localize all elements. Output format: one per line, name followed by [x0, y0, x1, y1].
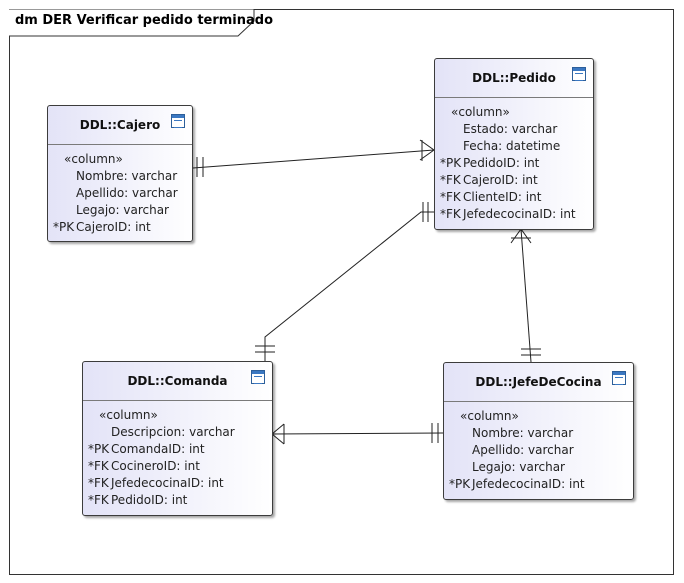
column-key: *FK [440, 173, 461, 187]
jefe-one-one-marker-left [431, 423, 439, 443]
table-icon [612, 371, 626, 385]
stereotype-label: «column» [460, 409, 519, 423]
column-key: *PK [449, 477, 471, 491]
column-text: JefedecocinaID: int [111, 476, 224, 490]
entity-name: DDL::JefeDeCocina [475, 375, 602, 389]
stereotype-label: «column» [451, 105, 510, 119]
column-key: *FK [88, 476, 109, 490]
column-text: CajeroID: int [463, 173, 538, 187]
entity-header: DDL::Pedido [435, 59, 593, 98]
column-key: *PK [440, 156, 462, 170]
column-text: Apellido: varchar [472, 443, 574, 457]
entity-header: DDL::JefeDeCocina [444, 363, 633, 402]
column-text: Legajo: varchar [76, 203, 169, 217]
entity-pedido[interactable]: DDL::Pedido «column» Estado: varchar Fec… [434, 58, 594, 230]
column-row: Legajo: varchar [48, 202, 192, 219]
column-text: Nombre: varchar [472, 426, 574, 440]
relationship-comanda-jefe [271, 432, 444, 435]
column-row: Descripcion: varchar [83, 424, 272, 441]
column-row: Apellido: varchar [48, 185, 192, 202]
entity-jefedecocina[interactable]: DDL::JefeDeCocina «column» Nombre: varch… [443, 362, 634, 500]
column-key: *FK [440, 207, 461, 221]
column-text: Fecha: datetime [463, 139, 561, 153]
column-key: *FK [88, 459, 109, 473]
column-text: Descripcion: varchar [111, 425, 235, 439]
column-text: Legajo: varchar [472, 460, 565, 474]
column-text: CocineroID: int [111, 459, 200, 473]
column-text: PedidoID: int [111, 493, 188, 507]
comanda-one-one-marker [255, 345, 275, 353]
cajero-one-one-marker [196, 157, 204, 177]
table-icon [572, 67, 586, 81]
frame-tab [9, 9, 255, 37]
relationship-pedido-jefe [520, 228, 532, 363]
column-row: Nombre: varchar [48, 168, 192, 185]
column-text: JefedecocinaID: int [472, 477, 585, 491]
entity-cajero[interactable]: DDL::Cajero «column» Nombre: varchar Ape… [47, 105, 193, 242]
entity-name: DDL::Cajero [79, 118, 161, 132]
column-text: ComandaID: int [111, 442, 205, 456]
table-icon [251, 370, 265, 384]
column-text: JefedecocinaID: int [463, 207, 576, 221]
column-text: Estado: varchar [463, 122, 558, 136]
frame-title: dm DER Verificar pedido terminado [15, 13, 274, 28]
column-key: *FK [88, 493, 109, 507]
column-text: Apellido: varchar [76, 186, 178, 200]
column-text: CajeroID: int [76, 220, 151, 234]
entity-columns: «column» Estado: varchar Fecha: datetime… [435, 98, 593, 223]
pedido-one-one-marker [422, 202, 429, 222]
column-key: *FK [440, 190, 461, 204]
column-row: Apellido: varchar [444, 442, 633, 459]
column-row: Legajo: varchar [444, 459, 633, 476]
stereotype-label: «column» [64, 152, 123, 166]
table-icon [171, 114, 185, 128]
entity-name: DDL::Comanda [127, 374, 228, 388]
stereotype-label: «column» [99, 408, 158, 422]
column-key: *PK [53, 220, 75, 234]
entity-name: DDL::Pedido [472, 71, 556, 85]
entity-comanda[interactable]: DDL::Comanda «column» Descripcion: varch… [82, 361, 273, 516]
column-row: Nombre: varchar [444, 425, 633, 442]
relationship-pedido-comanda [264, 211, 434, 361]
column-text: PedidoID: int [463, 156, 540, 170]
jefe-one-one-marker [521, 348, 541, 356]
entity-columns: «column» Nombre: varchar Apellido: varch… [48, 145, 192, 236]
relationship-cajero-pedido [192, 149, 435, 169]
column-text: ClienteID: int [463, 190, 542, 204]
column-row: Fecha: datetime [435, 138, 593, 155]
entity-columns: «column» Nombre: varchar Apellido: varch… [444, 402, 633, 493]
entity-header: DDL::Cajero [48, 106, 192, 145]
column-row: Estado: varchar [435, 121, 593, 138]
entity-header: DDL::Comanda [83, 362, 272, 401]
column-key: *PK [88, 442, 110, 456]
column-text: Nombre: varchar [76, 169, 178, 183]
